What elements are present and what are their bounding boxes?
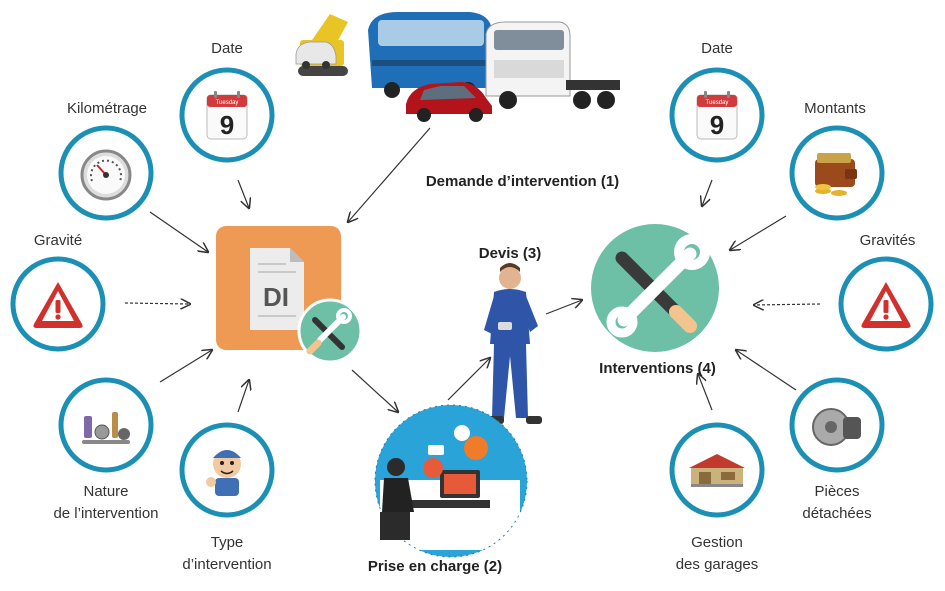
label-pieces: Pièces détachées xyxy=(787,481,887,525)
label-devis: Devis (3) xyxy=(478,245,542,262)
arrow-pieces-to-interventions xyxy=(736,350,797,391)
label-nature: Nature de l’intervention xyxy=(36,481,176,525)
office-illustration xyxy=(374,404,528,558)
tools-badge-icon xyxy=(297,298,363,364)
arrow-gravites-to-interventions xyxy=(754,304,821,305)
label-date-right: Date xyxy=(701,40,733,57)
arrow-date-to-interventions xyxy=(702,179,713,206)
date-right-circle: Tuesday 9 xyxy=(669,67,765,163)
calendar-icon: Tuesday 9 xyxy=(206,90,248,140)
mechanic-person-illustration xyxy=(484,263,542,424)
arrows xyxy=(124,127,821,413)
label-nature-line1: Nature xyxy=(83,483,129,500)
arrow-type-to-di xyxy=(237,380,249,413)
montants-circle xyxy=(789,125,885,221)
pieces-circle xyxy=(789,377,885,473)
di-label: DI xyxy=(263,282,289,312)
label-gravite: Gravité xyxy=(33,232,83,249)
label-pieces-line1: Pièces xyxy=(814,483,860,500)
arrow-montants-to-interventions xyxy=(730,215,787,250)
label-gravites: Gravités xyxy=(859,232,916,249)
arrow-vehicles-to-di xyxy=(348,127,431,222)
arrow-prise-to-devis xyxy=(447,358,490,401)
truck-icon xyxy=(485,21,620,109)
label-type-line2: d’intervention xyxy=(182,556,272,573)
wrench-screwdriver-icon xyxy=(606,234,710,338)
speedometer-icon xyxy=(80,149,132,201)
label-interventions: Interventions (4) xyxy=(599,360,716,377)
suv-icon xyxy=(295,41,337,69)
label-kilometrage: Kilométrage xyxy=(66,100,148,117)
arrow-nature-to-di xyxy=(159,350,212,383)
calendar-day-number: 9 xyxy=(220,110,234,140)
gestion-circle xyxy=(669,422,765,518)
gravite-left-circle xyxy=(10,256,106,352)
date-left-circle: Tuesday 9 xyxy=(179,67,275,163)
arrow-gravite-to-di xyxy=(124,303,190,304)
mechanic-mascot-icon xyxy=(206,450,241,496)
label-date-left: Date xyxy=(211,40,243,57)
car-icon xyxy=(406,82,492,122)
brake-disc-icon xyxy=(812,408,861,446)
label-type: Type d’intervention xyxy=(167,532,287,576)
garage-icon xyxy=(689,454,745,487)
calendar-icon: Tuesday 9 xyxy=(696,90,738,140)
wallet-icon xyxy=(815,153,857,196)
nature-circle xyxy=(58,377,154,473)
type-circle xyxy=(179,422,275,518)
kilometrage-circle xyxy=(58,125,154,221)
label-demande: Demande d’intervention (1) xyxy=(425,173,620,190)
interventions-node xyxy=(591,224,719,352)
calendar-day-name: Tuesday xyxy=(216,100,239,106)
arrow-di-to-prise xyxy=(351,369,398,412)
label-prise-en-charge: Prise en charge (2) xyxy=(367,558,503,575)
label-gestion-line2: des garages xyxy=(675,556,759,573)
gravites-right-circle xyxy=(838,256,934,352)
label-gestion: Gestion des garages xyxy=(657,532,777,576)
arrow-devis-to-interventions xyxy=(545,300,582,315)
label-montants: Montants xyxy=(804,100,866,117)
arrow-date-to-di xyxy=(237,179,249,208)
di-document-node: DI xyxy=(216,226,363,364)
arrow-garages-to-interventions xyxy=(698,374,713,411)
calendar-day-number: 9 xyxy=(710,110,724,140)
label-type-line1: Type xyxy=(210,534,244,551)
arrow-km-to-di xyxy=(149,211,208,252)
parts-icon xyxy=(82,412,130,444)
label-nature-line2: de l’intervention xyxy=(53,505,159,522)
label-pieces-line2: détachées xyxy=(802,505,872,522)
vehicles-illustration xyxy=(295,12,620,122)
label-gestion-line1: Gestion xyxy=(691,534,743,551)
calendar-day-name: Tuesday xyxy=(706,100,729,106)
